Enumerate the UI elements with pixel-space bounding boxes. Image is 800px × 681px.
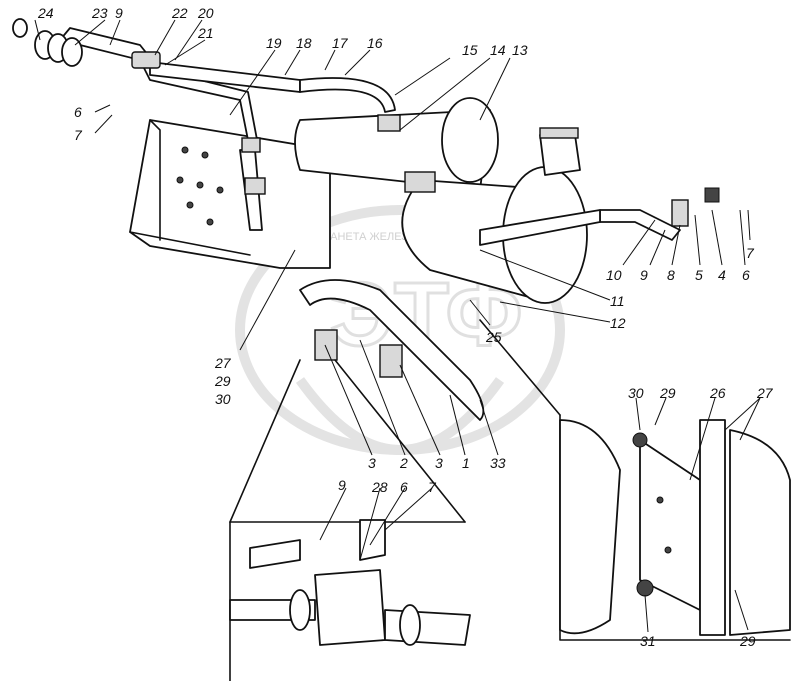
callout-8: 8 [667,267,675,283]
callout-15: 15 [462,42,478,58]
callout-10: 10 [606,267,622,283]
callout-7-left: 7 [74,127,83,143]
callout-3-right: 3 [435,455,443,471]
callout-19: 19 [266,35,282,51]
callout-2: 2 [399,455,408,471]
callout-7-inset: 7 [428,479,437,495]
callout-9-right: 9 [640,267,648,283]
callout-28: 28 [371,479,388,495]
callout-29: 29 [214,373,231,389]
callout-26: 26 [709,385,726,401]
callout-12: 12 [610,315,626,331]
callout-3-left: 3 [368,455,376,471]
callout-24: 24 [37,5,54,21]
callout-11: 11 [610,293,625,309]
callout-9-inset: 9 [338,477,346,493]
callout-13: 13 [512,42,528,58]
watermark-text: ПЛАНЕТА ЖЕЛЕЗЯКА [315,231,430,243]
callout-5: 5 [695,267,703,283]
callout-20: 20 [197,5,214,21]
callout-14: 14 [490,42,506,58]
callout-18: 18 [296,35,312,51]
callout-1: 1 [462,455,470,471]
callout-16: 16 [367,35,383,51]
callout-27: 27 [214,355,232,371]
callout-7-right: 7 [746,245,755,261]
callout-25: 25 [485,329,502,345]
callout-29-bottom: 29 [739,633,756,649]
callout-31: 31 [640,633,656,649]
leader-lines [34,19,761,633]
callout-27-inset: 27 [756,385,774,401]
callout-30-inset: 30 [628,385,644,401]
callout-17: 17 [332,35,349,51]
inset-right [479,319,791,641]
callout-29-inset: 29 [659,385,676,401]
muffler [294,97,588,304]
callout-23: 23 [91,5,108,21]
callout-labels: 24 23 9 22 20 21 19 18 17 16 15 14 13 6 … [37,5,774,649]
frame-rail [129,119,331,269]
callout-33: 33 [490,455,506,471]
callout-6-left: 6 [74,104,82,120]
corrugated-hose [12,18,83,67]
clamps [131,51,720,378]
callout-22: 22 [171,5,188,21]
inset-bottom-left [229,359,471,681]
callout-6-right: 6 [742,267,750,283]
callout-21: 21 [197,25,214,41]
callout-4: 4 [718,267,726,283]
callout-30: 30 [215,391,231,407]
callout-9: 9 [115,5,123,21]
callout-6-inset: 6 [400,479,408,495]
